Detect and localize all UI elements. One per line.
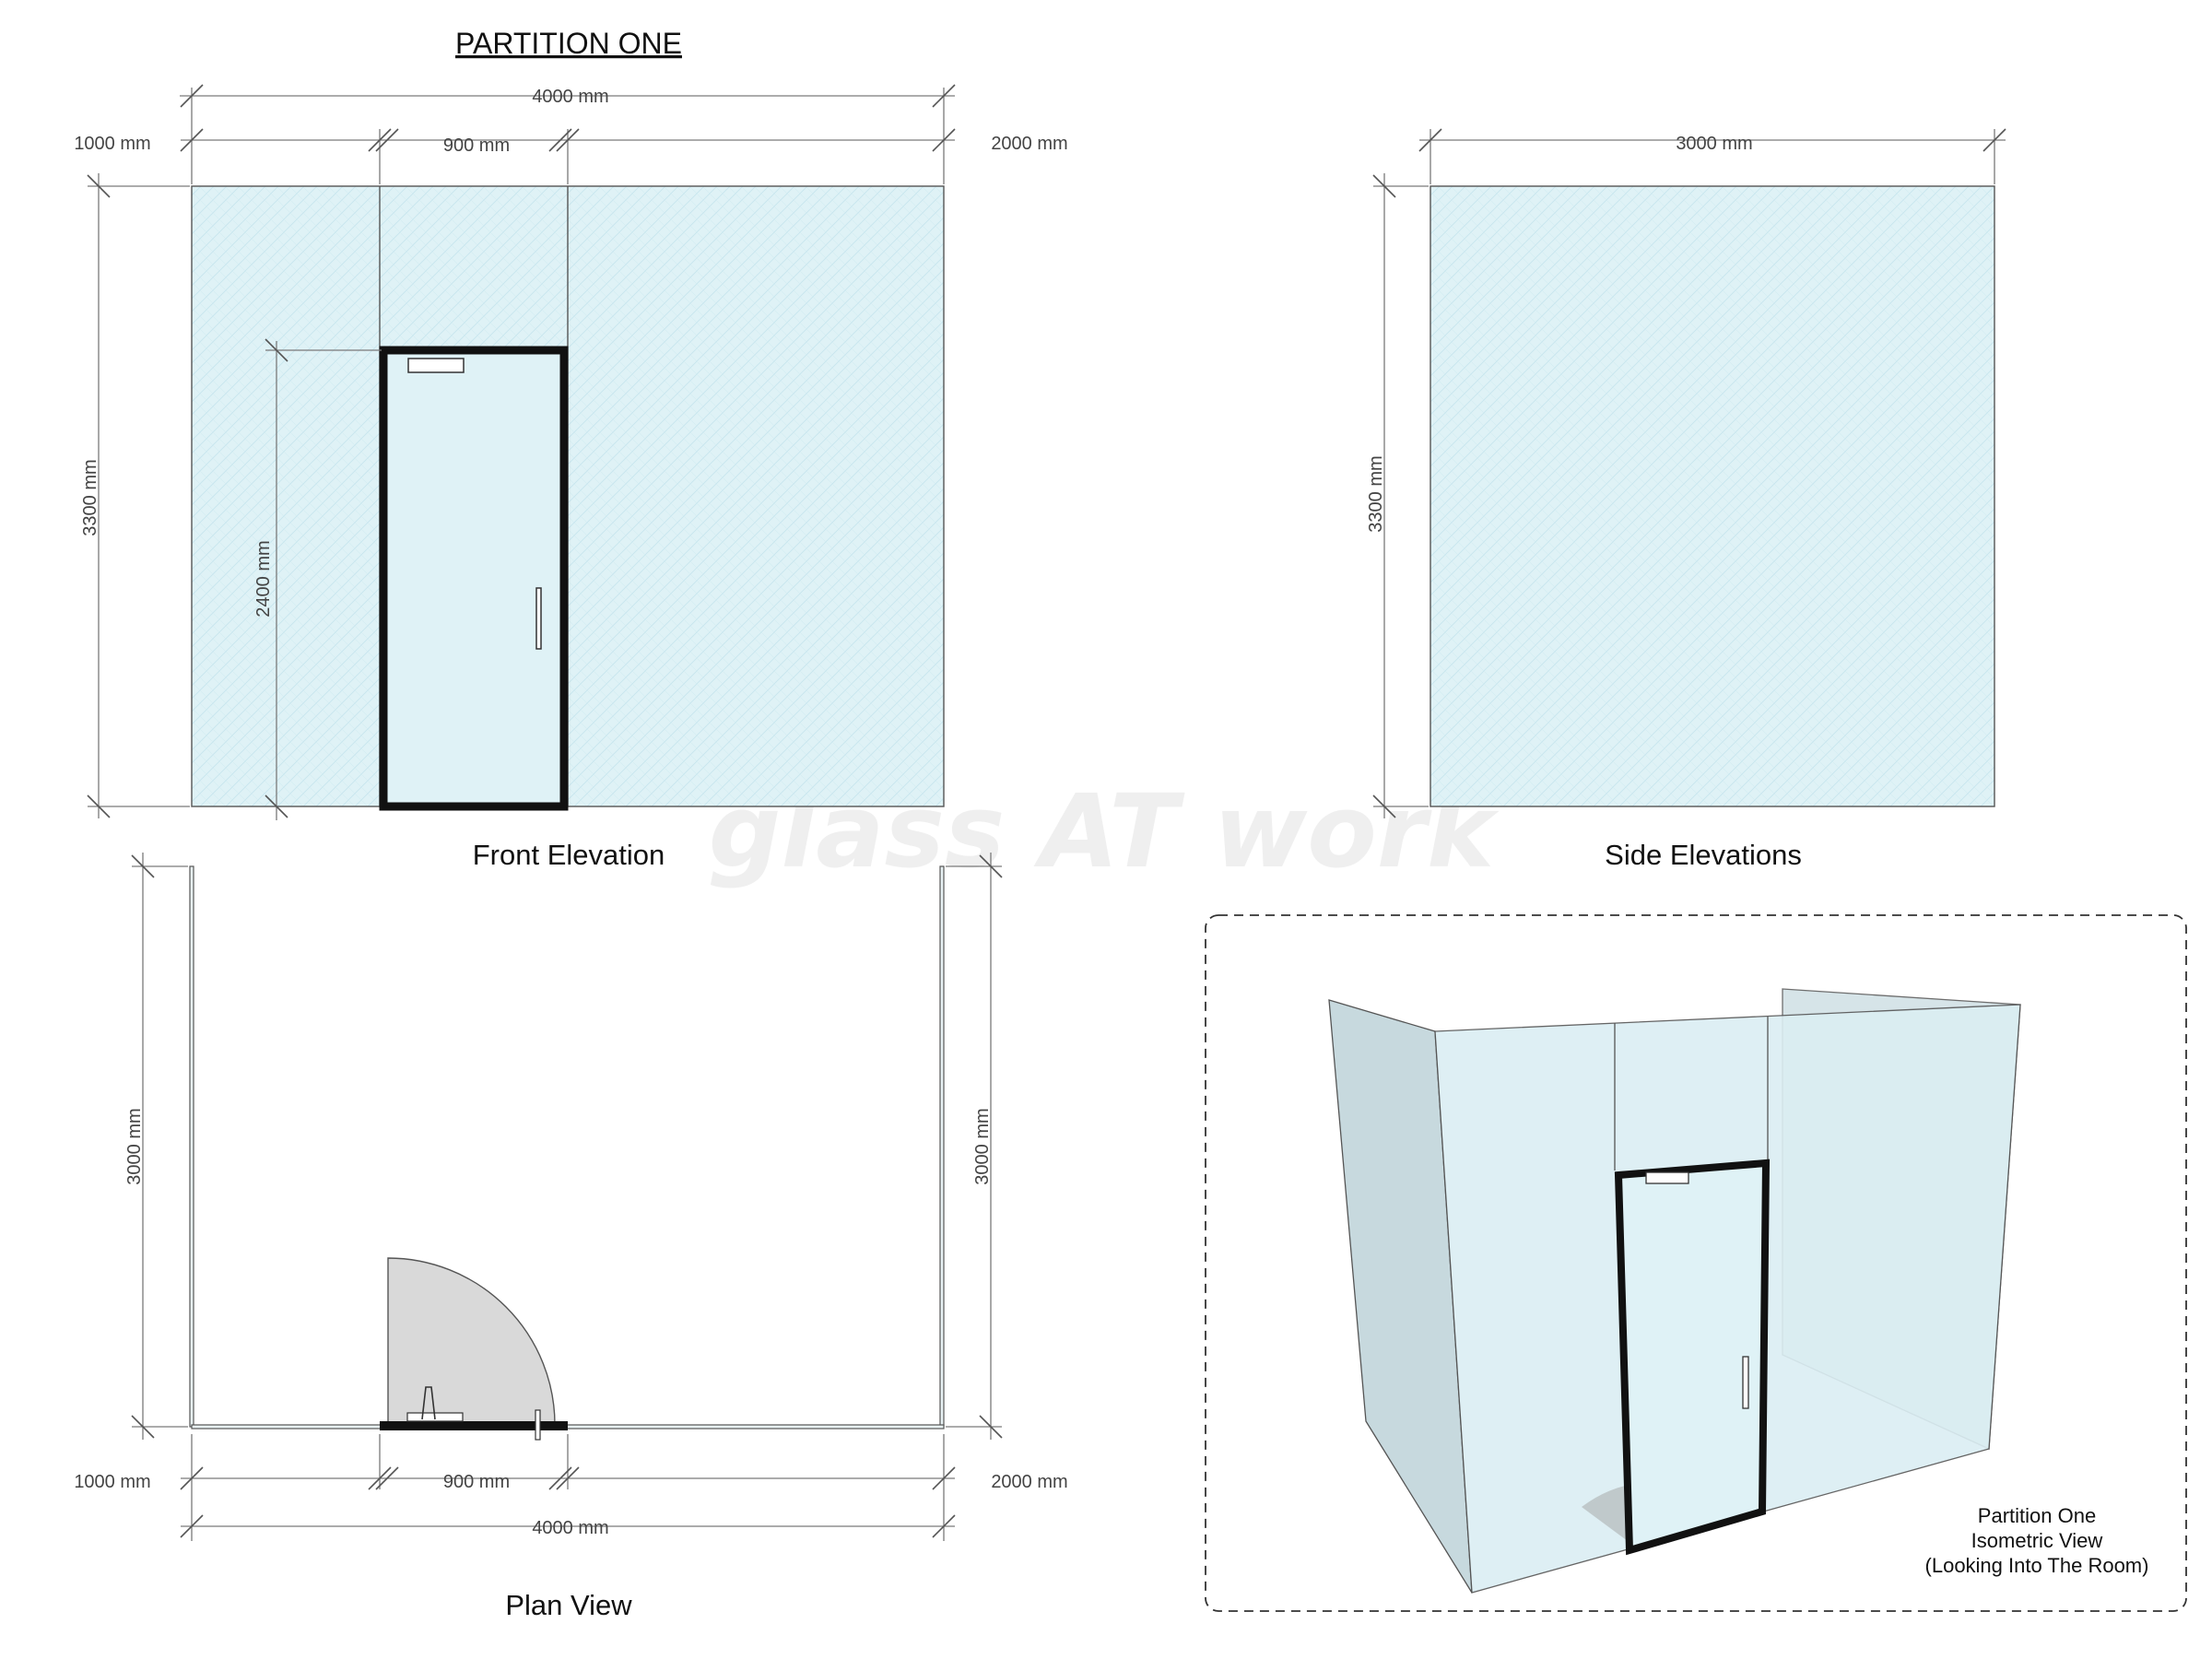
plan-door-width: 900 mm [443,1472,510,1492]
isometric-view: Partition One Isometric View (Looking In… [1205,914,2187,1612]
plan-right-depth: 3000 mm [972,1108,993,1184]
plan-view-caption: Plan View [505,1589,632,1621]
front-left-panel-width: 1000 mm [74,134,150,154]
side-elevation: 3000 mm 3300 mm Side Elevations [1366,128,2006,871]
plan-left-panel-width: 1000 mm [74,1472,150,1492]
plan-door-handle [535,1409,541,1441]
plan-door-frame [380,1421,568,1430]
front-elevation: 4000 mm 1000 mm 900 mm 2000 mm 3300 mm 2… [74,84,1068,871]
side-glass-wall [1430,185,1995,807]
plan-view: 3000 mm 3000 mm 1000 mm 900 mm 2000 mm 4… [74,853,1068,1621]
plan-overall-width: 4000 mm [532,1518,608,1538]
front-door-frame [379,346,569,811]
front-height: 3300 mm [80,459,100,535]
iso-door-closer [1645,1171,1689,1184]
side-height: 3300 mm [1366,455,1386,532]
isometric-frame [1205,914,2187,1612]
plan-left-wall [189,865,194,1428]
plan-right-wall [939,865,945,1428]
door-closer [407,358,465,373]
side-width: 3000 mm [1676,134,1752,154]
iso-door-handle [1742,1356,1749,1409]
iso-label-line3: (Looking Into The Room) [1925,1554,2149,1577]
plan-left-depth: 3000 mm [124,1108,145,1184]
door-handle [535,587,542,650]
front-door-width: 900 mm [443,135,510,156]
front-elevation-caption: Front Elevation [473,839,665,871]
plan-closer-arm [421,1386,436,1420]
front-overall-width: 4000 mm [532,87,608,107]
iso-door-frame [1614,1159,1771,1556]
front-door-height: 2400 mm [253,540,274,617]
iso-label-line1: Partition One [1978,1504,2096,1527]
plan-right-panel-width: 2000 mm [991,1472,1067,1492]
plan-door-swing [387,1257,556,1426]
page-title: PARTITION ONE [455,27,682,60]
side-elevation-caption: Side Elevations [1605,839,1802,871]
front-right-panel-width: 2000 mm [991,134,1067,154]
iso-label-line2: Isometric View [1971,1529,2103,1552]
